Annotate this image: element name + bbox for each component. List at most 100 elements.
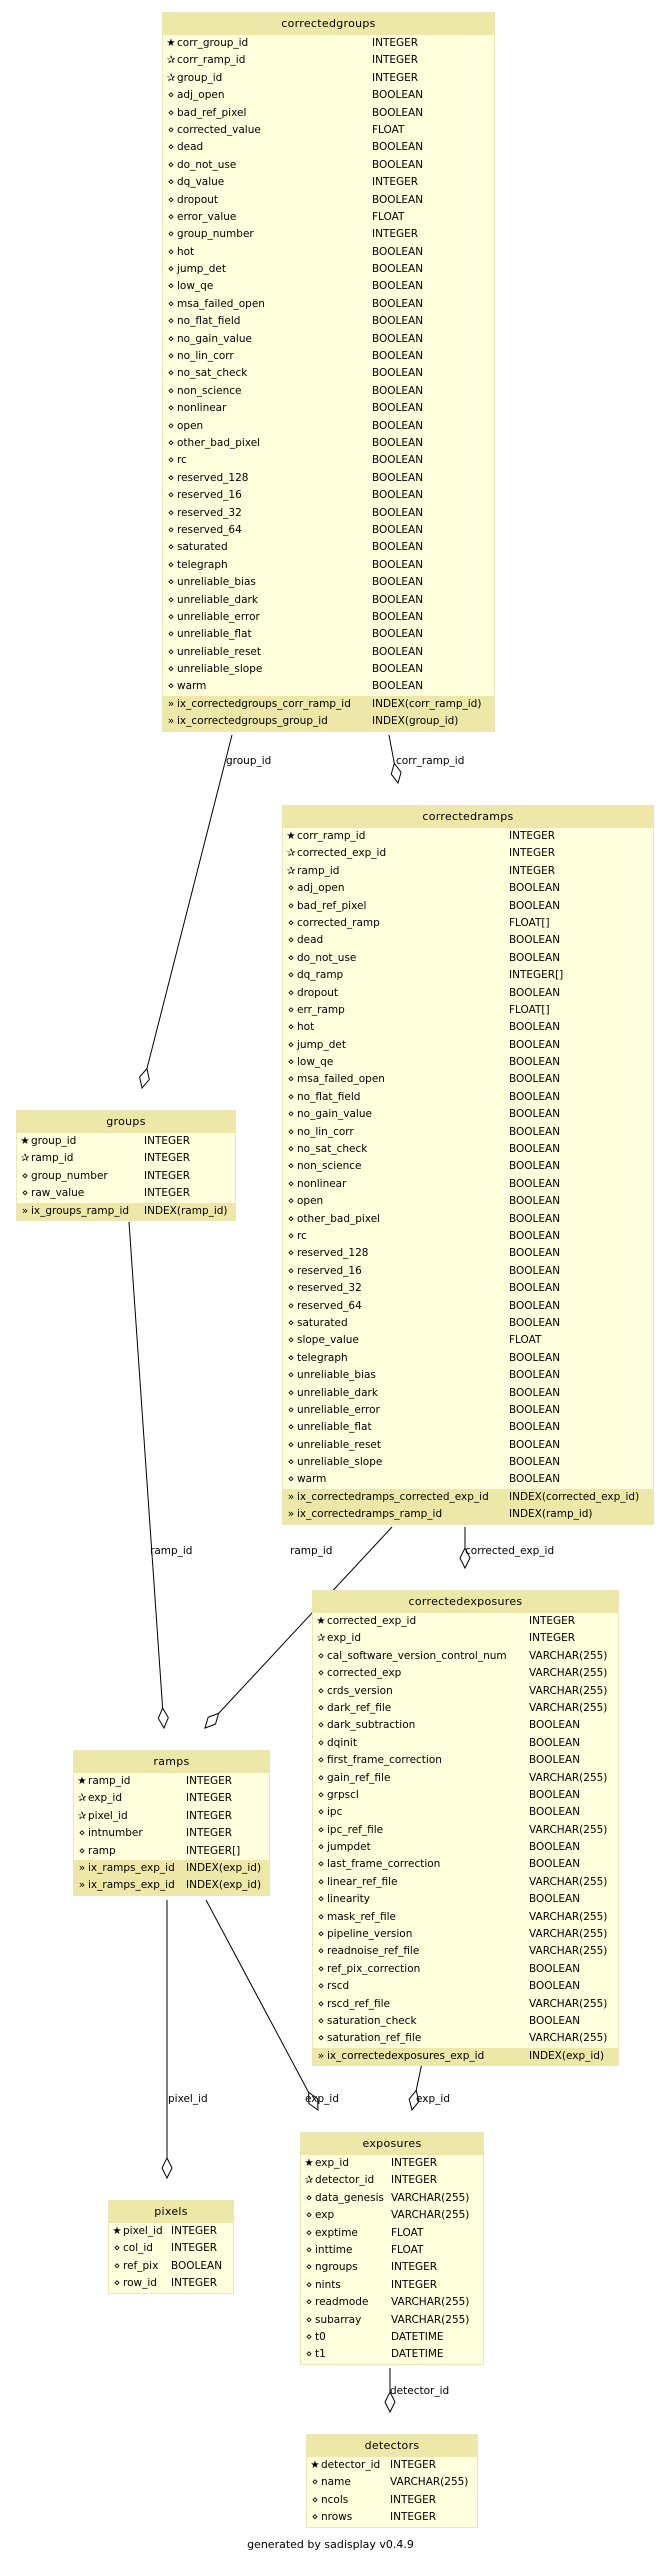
column-name: unreliable_slope (297, 1456, 383, 1469)
column-name: unreliable_flat (297, 1421, 372, 1434)
column-name: error_value (177, 210, 237, 223)
primary-key-icon: ★ (112, 2225, 122, 2237)
column-name: warm (177, 680, 207, 693)
foreign-key-icon: ✰ (166, 71, 176, 84)
column-name: no_flat_field (177, 315, 241, 328)
column-type: BOOLEAN (372, 350, 424, 363)
column-icon: ⋄ (287, 1334, 295, 1347)
column-type: BOOLEAN (509, 1247, 561, 1260)
column-name: first_frame_correction (327, 1754, 442, 1767)
column-name: detector_id (315, 2174, 375, 2187)
column-type: BOOLEAN (509, 1351, 561, 1364)
column-icon: ⋄ (167, 263, 175, 276)
column-name: unreliable_reset (177, 645, 262, 658)
column-name: unreliable_reset (297, 1438, 382, 1451)
column-icon: ⋄ (167, 297, 175, 310)
column-type: BOOLEAN (509, 1421, 561, 1434)
column-type: VARCHAR(255) (529, 2032, 608, 2045)
column-icon: ⋄ (317, 1719, 325, 1732)
diamond-end-icon (384, 2390, 396, 2414)
column-type: BOOLEAN (509, 1299, 561, 1312)
column-icon: ⋄ (287, 986, 295, 999)
column-type: BOOLEAN (509, 1229, 561, 1242)
column-icon: ⋄ (167, 141, 175, 154)
column-type: BOOLEAN (529, 1754, 581, 1767)
column-type: BOOLEAN (529, 2014, 581, 2027)
column-type: VARCHAR(255) (391, 2296, 470, 2309)
column-icon: ⋄ (287, 1143, 295, 1156)
column-name: unreliable_slope (177, 663, 263, 676)
column-icon: ⋄ (317, 1893, 325, 1906)
column-type: VARCHAR(255) (529, 1875, 608, 1888)
column-icon: ⋄ (287, 1229, 295, 1242)
column-name: ix_correctedramps_corrected_exp_id (297, 1490, 489, 1503)
column-icon: ⋄ (167, 384, 175, 397)
relation-label: corrected_exp_id (465, 1545, 555, 1557)
column-name: do_not_use (177, 158, 237, 171)
index-icon: » (78, 1879, 86, 1892)
column-icon: ⋄ (287, 1073, 295, 1086)
foreign-key-icon: ✰ (77, 1809, 87, 1822)
column-icon: ⋄ (317, 1649, 325, 1662)
column-type: INDEX(group_id) (372, 715, 459, 728)
column-icon: ⋄ (287, 969, 295, 982)
column-type: VARCHAR(255) (391, 2209, 470, 2222)
column-type: INTEGER (186, 1792, 233, 1805)
column-icon: ⋄ (317, 1684, 325, 1697)
column-type: INTEGER (372, 228, 419, 241)
column-name: reserved_64 (177, 523, 242, 536)
column-icon: ⋄ (287, 1403, 295, 1416)
column-type: BOOLEAN (509, 1021, 561, 1034)
column-name: saturated (177, 541, 228, 554)
foreign-key-icon: ✰ (304, 2174, 314, 2187)
column-type: BOOLEAN (372, 558, 424, 571)
column-icon: ⋄ (287, 899, 295, 912)
column-icon: ⋄ (317, 1701, 325, 1714)
column-name: ix_correctedgroups_corr_ramp_id (177, 697, 351, 710)
column-name: bad_ref_pixel (177, 106, 247, 119)
column-name: corrected_exp_id (327, 1615, 417, 1627)
column-name: err_ramp (297, 1003, 345, 1016)
column-icon: ⋄ (167, 350, 175, 363)
column-icon: ⋄ (167, 315, 175, 328)
column-name: bad_ref_pixel (297, 899, 367, 912)
column-type: VARCHAR(255) (529, 1997, 608, 2010)
column-name: unreliable_error (297, 1403, 380, 1416)
index-icon: » (317, 2049, 325, 2062)
column-type: BOOLEAN (529, 1980, 581, 1993)
column-icon: ⋄ (317, 1997, 325, 2010)
column-icon: ⋄ (167, 610, 175, 623)
column-icon: ⋄ (21, 1169, 29, 1182)
column-type: FLOAT[] (509, 916, 550, 929)
column-name: do_not_use (297, 951, 357, 964)
column-name: dq_value (177, 176, 225, 189)
column-icon: ⋄ (305, 2191, 313, 2204)
table-title: correctedexposures (313, 1591, 618, 1613)
column-type: BOOLEAN (372, 89, 424, 102)
column-name: nrows (321, 2511, 353, 2524)
relation-label: group_id (226, 755, 272, 767)
